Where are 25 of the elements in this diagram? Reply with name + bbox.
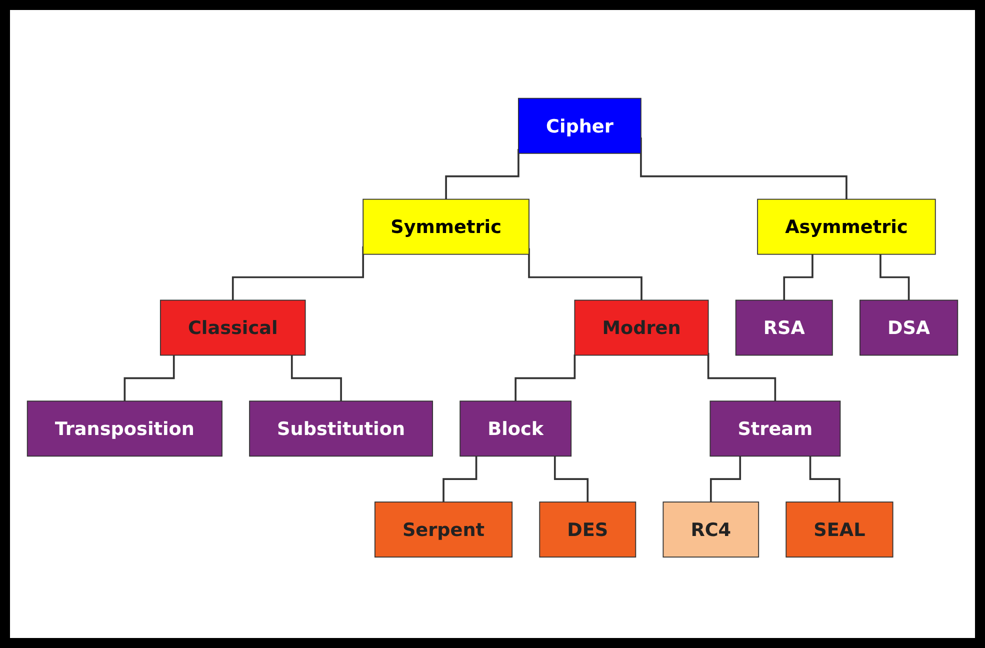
- node-box: RC4: [662, 502, 760, 558]
- connector: [442, 456, 478, 504]
- node-box: RSA: [735, 300, 833, 356]
- connector: [707, 353, 776, 402]
- node-box: Asymmetric: [757, 199, 936, 256]
- connector: [514, 354, 576, 402]
- connector: [783, 254, 814, 302]
- node-box: Block: [460, 400, 572, 457]
- node-box: Classical: [160, 300, 306, 356]
- node-box: Symmetric: [362, 199, 530, 256]
- node-box: Transposition: [26, 400, 222, 457]
- connector: [554, 456, 589, 504]
- node-box: DES: [539, 502, 636, 558]
- node-box: DSA: [860, 300, 958, 356]
- node-box: Cipher: [518, 98, 642, 154]
- connector: [880, 254, 910, 302]
- node-box: Serpent: [374, 502, 513, 558]
- node-box: Substitution: [249, 400, 434, 457]
- connector: [710, 456, 742, 504]
- connector: [124, 356, 175, 402]
- node-box: Modren: [574, 300, 709, 356]
- connector: [809, 456, 840, 504]
- node-box: Stream: [710, 400, 841, 457]
- node-box: SEAL: [786, 502, 894, 558]
- connector: [290, 356, 342, 402]
